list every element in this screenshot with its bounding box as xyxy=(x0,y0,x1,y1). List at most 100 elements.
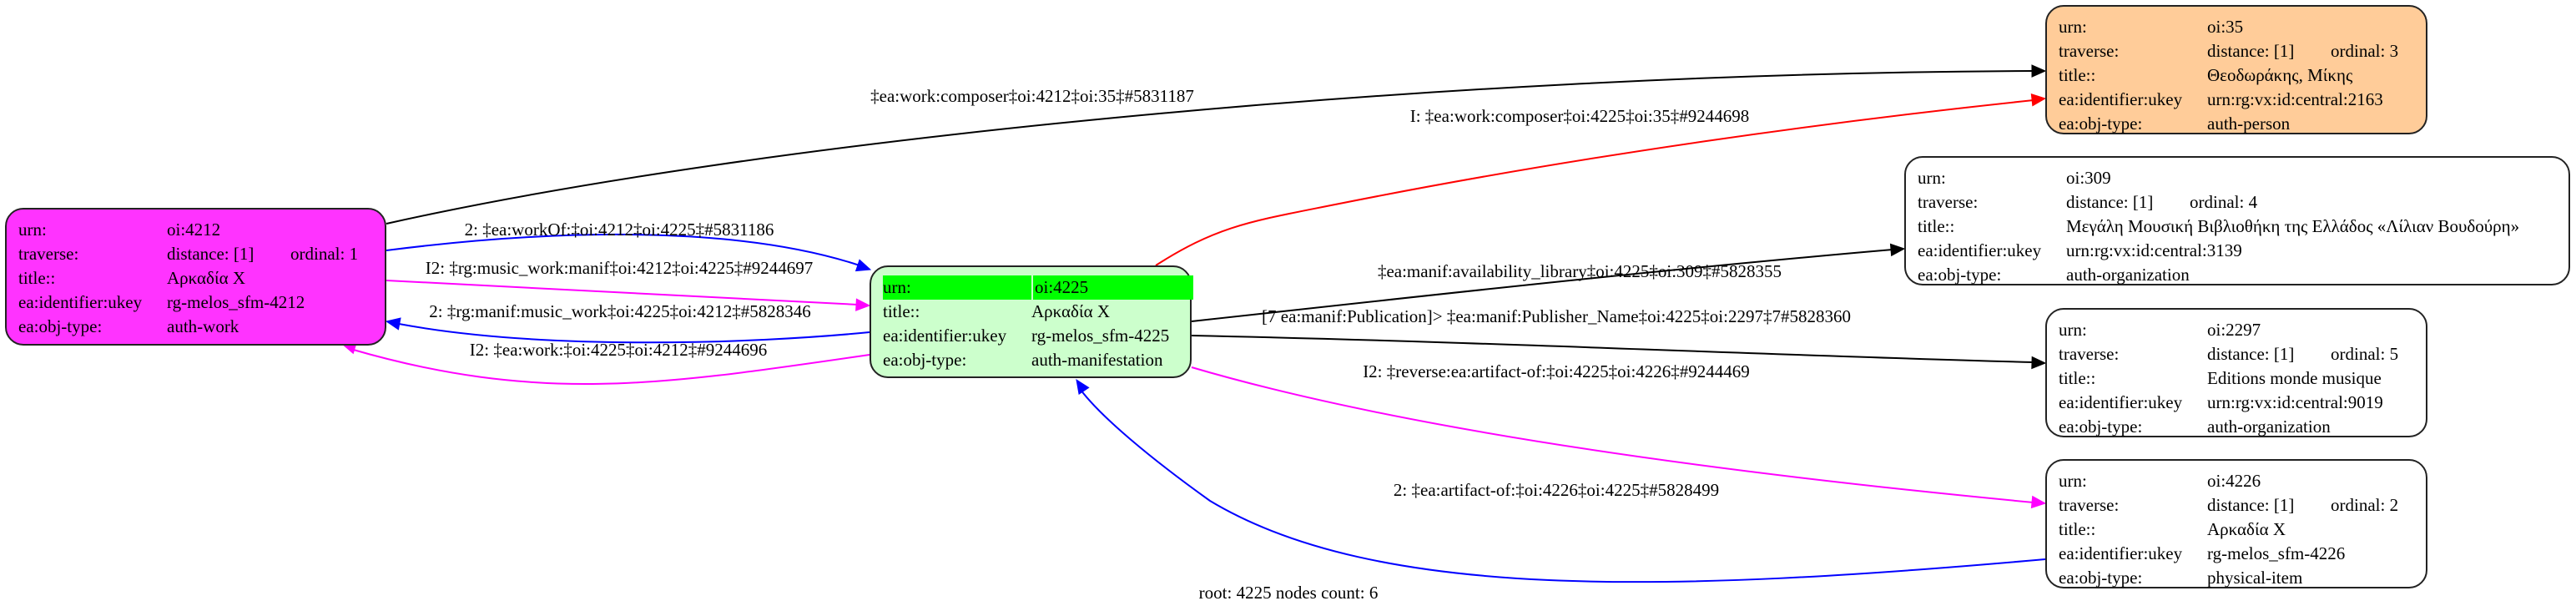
graph-node-309[interactable]: urn: oi:309 traverse: distance: [1] ordinal:… xyxy=(1904,156,2570,285)
row-value: Αρκαδία X xyxy=(2207,519,2286,539)
distance-value: distance: [1] xyxy=(2207,495,2295,515)
arrowhead-icon xyxy=(855,298,871,311)
row-value: oi:35 xyxy=(2207,17,2244,37)
row-key: ea:identifier:ukey xyxy=(2059,543,2183,563)
edge-label: 2: ‡ea:workOf:‡oi:4212‡oi:4225‡#5831186 xyxy=(464,220,774,240)
row-key: ea:obj-type: xyxy=(883,350,967,370)
row-value: auth-person xyxy=(2207,114,2291,134)
row-key: title:: xyxy=(883,301,920,321)
edge-line xyxy=(1191,249,1893,322)
arrowhead-icon xyxy=(2030,495,2047,509)
distance-value: distance: [1] xyxy=(167,244,255,264)
node-row-title: title::Αρκαδία X xyxy=(18,266,373,290)
row-key: traverse: xyxy=(2059,344,2120,364)
arrowhead-icon xyxy=(1076,378,1090,396)
node-row-urn: urn: oi:4226 xyxy=(2059,469,2414,493)
node-row-type: ea:obj-type: auth-person xyxy=(2059,112,2414,136)
node-row-urn: urn:oi:4225 xyxy=(883,275,1193,300)
row-key: urn: xyxy=(1918,168,1946,188)
edge-line xyxy=(386,70,2034,225)
edge-label: ‡ea:work:composer‡oi:4212‡oi:35‡#5831187 xyxy=(870,86,1194,106)
row-value: auth-work xyxy=(167,316,239,336)
row-key: ea:obj-type: xyxy=(2059,568,2143,588)
row-value: auth-organization xyxy=(2066,265,2190,285)
arrowhead-icon xyxy=(385,317,401,331)
edge-label: I2: ‡rg:music_work:manif‡oi:4212‡oi:4225… xyxy=(425,258,814,278)
row-value: urn:rg:vx:id:central:3139 xyxy=(2066,240,2242,260)
edge-label: 2: ‡ea:artifact-of:‡oi:4226‡oi:4225‡#582… xyxy=(1393,480,1720,500)
edge-label: I2: ‡reverse:ea:artifact-of:‡oi:4225‡oi:… xyxy=(1363,361,1750,381)
edge-line xyxy=(350,348,870,386)
node-row-title: title::Αρκαδία X xyxy=(2059,518,2414,542)
node-row-title: title::Θεοδωράκης, Μίκης xyxy=(2059,63,2414,88)
node-row-type: ea:obj-type: auth-manifestation xyxy=(883,348,1178,372)
node-row-traverse: traverse: distance: [1]ordinal: 5 xyxy=(2059,342,2414,366)
node-row-urn: urn: oi:35 xyxy=(2059,15,2414,39)
edge-label: [7 ea:manif:Publication]> ‡ea:manif:Publ… xyxy=(1262,306,1851,326)
graph-node-35[interactable]: urn: oi:35 traverse: distance: [1] ordinal: … xyxy=(2045,5,2427,134)
row-value: oi:309 xyxy=(2066,168,2111,188)
row-value: rg-melos_sfm-4212 xyxy=(167,292,305,312)
row-key: ea:identifier:ukey xyxy=(2059,89,2183,109)
row-key: ea:identifier:ukey xyxy=(18,292,143,312)
row-value: oi:4225 xyxy=(1033,275,1193,300)
edge-line xyxy=(1080,389,2046,583)
row-key: traverse: xyxy=(2059,495,2120,515)
row-key: urn: xyxy=(18,220,47,240)
graph-node-2297[interactable]: urn: oi:2297 traverse: distance: [1]ordinal… xyxy=(2045,308,2427,437)
edge-line xyxy=(398,323,870,344)
node-row-ident: ea:identifier:ukey urn:rg:vx:id:central:2… xyxy=(2059,88,2414,112)
row-value: Αρκαδία X xyxy=(1031,301,1111,321)
edge-line xyxy=(386,280,859,306)
node-row-title: title::Μεγάλη Μουσική Βιβλιοθήκη της Ελλ… xyxy=(1918,215,2557,239)
row-value: rg-melos_sfm-4225 xyxy=(1031,326,1170,346)
node-row-type: ea:obj-type: auth-organization xyxy=(1918,263,2557,287)
arrowhead-icon xyxy=(2030,93,2047,107)
row-key: traverse: xyxy=(2059,41,2120,61)
ordinal-value: ordinal: 1 xyxy=(290,244,359,264)
distance-value: distance: [1] xyxy=(2207,41,2295,61)
edge-line xyxy=(1155,99,2034,266)
ordinal-value: ordinal: 2 xyxy=(2331,495,2399,515)
row-value: urn:rg:vx:id:central:2163 xyxy=(2207,89,2383,109)
graph-node-4226[interactable]: urn: oi:4226 traverse: distance: [1] ordinal… xyxy=(2045,459,2427,588)
row-value: Μεγάλη Μουσική Βιβλιοθήκη της Ελλάδος «Λ… xyxy=(2066,216,2520,236)
distance-value: distance: [1] xyxy=(2066,192,2154,212)
node-row-urn: urn: oi:309 xyxy=(1918,166,2557,190)
node-row-traverse: traverse: distance: [1] ordinal: 3 xyxy=(2059,39,2414,63)
arrowhead-icon xyxy=(854,259,872,272)
row-key: title:: xyxy=(2059,368,2096,388)
arrowhead-icon xyxy=(2031,64,2047,78)
edge-label: I: ‡ea:work:composer‡oi:4225‡oi:35‡#9244… xyxy=(1409,106,1750,126)
edge-label: ‡ea:manif:availability_library‡oi:4225‡o… xyxy=(1377,261,1782,281)
row-key: ea:obj-type: xyxy=(2059,114,2143,134)
row-key: urn: xyxy=(2059,320,2087,340)
row-value: oi:4226 xyxy=(2207,471,2261,491)
row-value: auth-manifestation xyxy=(1031,350,1163,370)
node-row-title: title::Editions monde musique xyxy=(2059,366,2414,391)
row-key: title:: xyxy=(18,268,56,288)
node-row-urn: urn: oi:2297 xyxy=(2059,318,2414,342)
node-row-type: ea:obj-type:auth-organization xyxy=(2059,415,2414,439)
row-value: distance: [1]ordinal: 5 xyxy=(2207,342,2398,366)
arrowhead-icon xyxy=(2031,356,2047,370)
row-value: urn:rg:vx:id:central:9019 xyxy=(2207,392,2383,412)
node-row-ident: ea:identifier:ukey urn:rg:vx:id:central:9… xyxy=(2059,391,2414,415)
row-value: oi:2297 xyxy=(2207,320,2261,340)
row-value: distance: [1] ordinal: 1 xyxy=(167,242,358,266)
row-key: ea:obj-type: xyxy=(1918,265,2002,285)
row-key: urn: xyxy=(2059,471,2087,491)
row-value: distance: [1] ordinal: 4 xyxy=(2066,190,2257,215)
row-key: urn: xyxy=(2059,17,2087,37)
ordinal-value: ordinal: 3 xyxy=(2331,41,2399,61)
row-key: ea:identifier:ukey xyxy=(2059,392,2183,412)
row-key: traverse: xyxy=(1918,192,1979,212)
distance-value: distance: [1] xyxy=(2207,344,2295,364)
row-value: Θεοδωράκης, Μίκης xyxy=(2207,65,2353,85)
ordinal-value: ordinal: 4 xyxy=(2190,192,2258,212)
edge-line xyxy=(1191,335,2034,363)
